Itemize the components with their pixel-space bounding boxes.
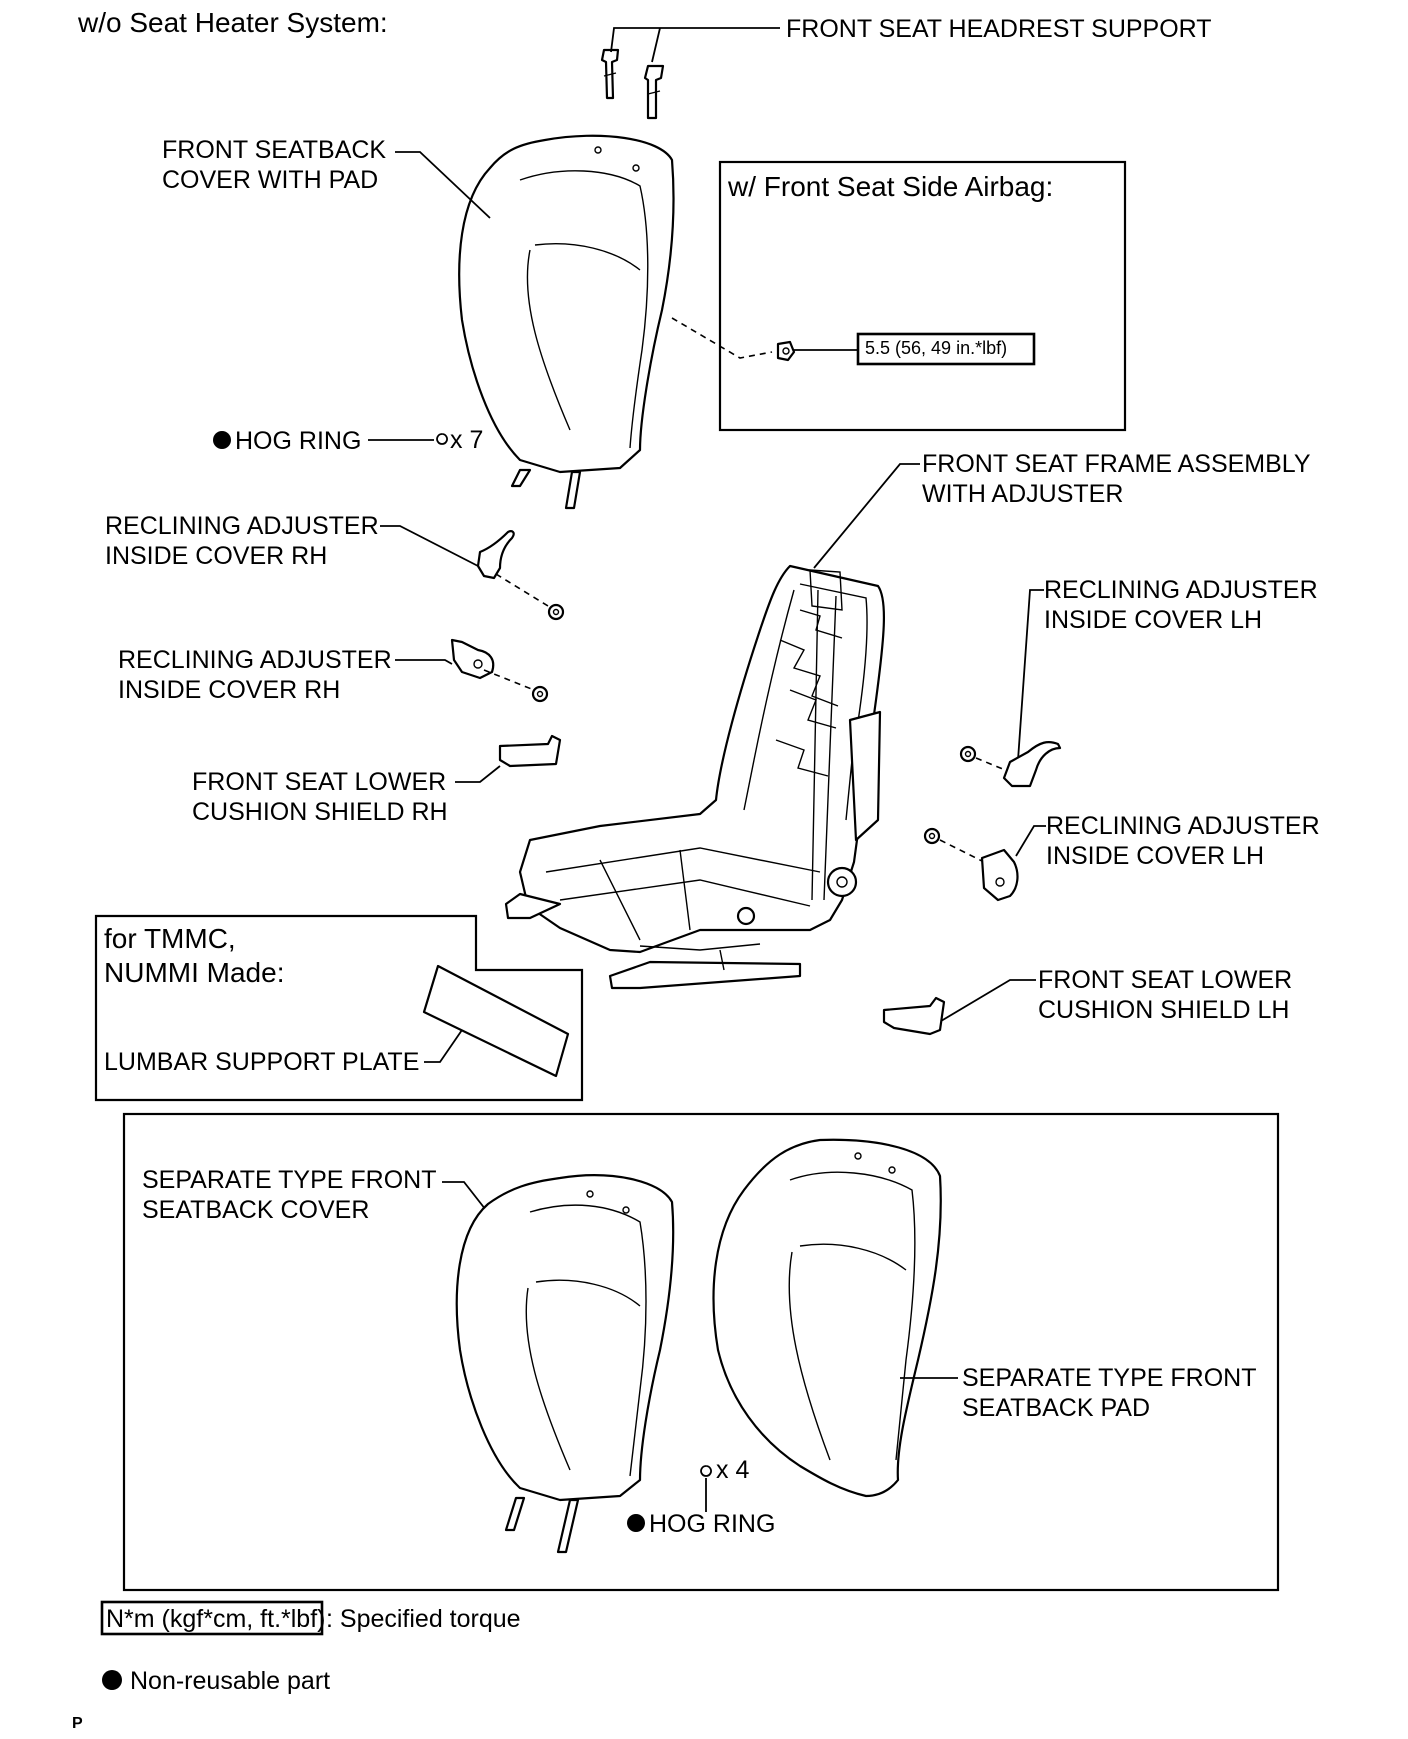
reclining-lh-2-part bbox=[980, 848, 1019, 902]
hog-ring-top-qty: x 7 bbox=[450, 426, 483, 454]
reclining-rh-1-part bbox=[476, 530, 515, 580]
reclining-rh-1-dashed bbox=[495, 573, 549, 607]
reclining-lh-1-dashed bbox=[975, 757, 1011, 773]
tmmc-box bbox=[94, 914, 584, 1102]
reclining-rh-2-leader bbox=[395, 659, 453, 665]
legend-torque-box-text: N*m (kgf*cm, ft.*lbf) bbox=[106, 1605, 325, 1633]
lumbar-support-plate-leader bbox=[424, 1029, 463, 1063]
corner-mark: P bbox=[72, 1715, 83, 1732]
reclining-lh-1-label-line1: RECLINING ADJUSTER bbox=[1044, 576, 1318, 604]
separate-seatback-cover-part bbox=[455, 1174, 675, 1554]
screw-icon bbox=[959, 745, 977, 763]
frame-assembly-leader bbox=[813, 463, 920, 569]
airbag-nut-dashed-line bbox=[671, 317, 773, 359]
lower-shield-rh-leader bbox=[455, 765, 501, 783]
nonreusable-bullet-icon bbox=[102, 1670, 122, 1690]
airbag-box-title: w/ Front Seat Side Airbag: bbox=[727, 171, 1053, 202]
frame-assembly-label-line1: FRONT SEAT FRAME ASSEMBLY bbox=[922, 450, 1311, 478]
hog-ring-icon bbox=[700, 1465, 712, 1477]
screw-icon bbox=[923, 827, 941, 845]
reclining-rh-2-label-line2: INSIDE COVER RH bbox=[118, 676, 340, 704]
hog-ring-icon bbox=[436, 433, 448, 445]
lower-shield-rh-label-line2: CUSHION SHIELD RH bbox=[192, 798, 448, 826]
seat-frame-assembly-part bbox=[504, 564, 885, 990]
headrest-support-label: FRONT SEAT HEADREST SUPPORT bbox=[786, 15, 1212, 43]
legend-torque-box bbox=[100, 1600, 324, 1636]
hog-ring-bottom-label: HOG RING bbox=[649, 1510, 775, 1538]
separate-seatback-pad-part bbox=[712, 1138, 942, 1498]
separate-cover-label-line2: SEATBACK COVER bbox=[142, 1196, 369, 1224]
lower-shield-lh-label-line2: CUSHION SHIELD LH bbox=[1038, 996, 1289, 1024]
reclining-lh-2-dashed bbox=[939, 839, 985, 863]
reclining-rh-2-label-line1: RECLINING ADJUSTER bbox=[118, 646, 392, 674]
lumbar-support-plate-label: LUMBAR SUPPORT PLATE bbox=[104, 1048, 419, 1076]
screw-icon bbox=[531, 685, 549, 703]
tmmc-title-line2: NUMMI Made: bbox=[104, 957, 284, 988]
frame-assembly-label-line2: WITH ADJUSTER bbox=[922, 480, 1123, 508]
seatback-cover-label-line1: FRONT SEATBACK bbox=[162, 136, 386, 164]
airbag-nut-icon bbox=[776, 340, 796, 362]
separate-pad-label-line2: SEATBACK PAD bbox=[962, 1394, 1150, 1422]
reclining-rh-2-dashed bbox=[483, 669, 535, 691]
legend-torque-text: : Specified torque bbox=[326, 1605, 521, 1633]
reclining-rh-1-label-line2: INSIDE COVER RH bbox=[105, 542, 327, 570]
hog-ring-top-label: HOG RING bbox=[235, 427, 361, 455]
seatback-cover-label-line2: COVER WITH PAD bbox=[162, 166, 378, 194]
reclining-rh-1-leader bbox=[380, 525, 479, 567]
lower-shield-lh-part bbox=[882, 996, 946, 1036]
screw-icon bbox=[547, 603, 565, 621]
reclining-lh-1-part bbox=[1002, 741, 1062, 788]
nonreusable-bullet-icon bbox=[213, 431, 231, 449]
separate-cover-label-line1: SEPARATE TYPE FRONT bbox=[142, 1166, 437, 1194]
reclining-lh-2-label-line2: INSIDE COVER LH bbox=[1046, 842, 1264, 870]
lower-shield-lh-label-line1: FRONT SEAT LOWER bbox=[1038, 966, 1292, 994]
reclining-lh-1-leader bbox=[1017, 589, 1044, 761]
headrest-support-leader bbox=[610, 27, 780, 63]
separate-type-box bbox=[122, 1112, 1280, 1592]
lower-shield-rh-part bbox=[498, 734, 562, 768]
tmmc-title-line1: for TMMC, bbox=[104, 923, 236, 954]
seatback-cover-with-pad-part bbox=[458, 134, 675, 510]
reclining-lh-2-leader bbox=[1015, 825, 1046, 857]
reclining-lh-2-label-line1: RECLINING ADJUSTER bbox=[1046, 812, 1320, 840]
reclining-lh-1-label-line2: INSIDE COVER LH bbox=[1044, 606, 1262, 634]
nonreusable-bullet-icon bbox=[627, 1514, 645, 1532]
reclining-rh-2-part bbox=[450, 638, 495, 680]
reclining-rh-1-label-line1: RECLINING ADJUSTER bbox=[105, 512, 379, 540]
lower-shield-lh-leader bbox=[935, 979, 1036, 1025]
torque-spec-text: 5.5 (56, 49 in.*lbf) bbox=[865, 338, 1007, 358]
headrest-support-parts bbox=[600, 48, 665, 120]
torque-spec-box bbox=[856, 332, 1036, 366]
legend-nonreusable-text: Non-reusable part bbox=[130, 1667, 330, 1695]
lower-shield-rh-label-line1: FRONT SEAT LOWER bbox=[192, 768, 446, 796]
airbag-box bbox=[718, 160, 1127, 432]
diagram-title: w/o Seat Heater System: bbox=[77, 7, 388, 38]
separate-pad-label-line1: SEPARATE TYPE FRONT bbox=[962, 1364, 1257, 1392]
hog-ring-bottom-qty: x 4 bbox=[716, 1456, 749, 1484]
lumbar-support-plate-part bbox=[422, 964, 570, 1078]
seatback-cover-leader bbox=[395, 151, 491, 219]
